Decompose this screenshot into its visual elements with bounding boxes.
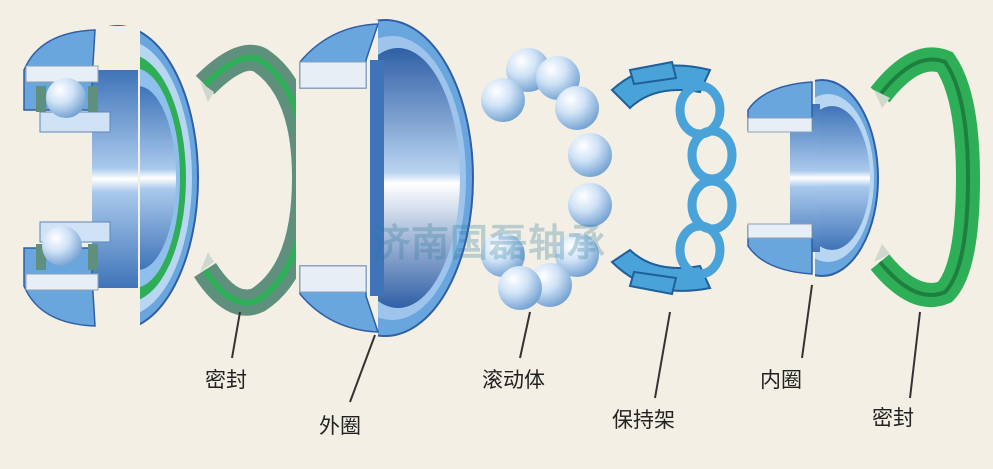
outer-ring-part <box>296 19 474 340</box>
ball <box>481 233 525 277</box>
inner-ring-part <box>745 78 879 278</box>
ball <box>46 78 86 118</box>
ball <box>42 226 82 266</box>
leader-cage <box>654 311 671 399</box>
label-cage: 保持架 <box>612 408 675 432</box>
assembled-bearing <box>20 25 199 331</box>
label-seal-right: 密封 <box>872 406 914 430</box>
ball <box>568 133 612 177</box>
watermark-text: 济南国磊轴承 <box>372 221 607 265</box>
ball <box>481 78 525 122</box>
leader-seal-right <box>909 311 921 399</box>
ball <box>498 266 542 310</box>
seal-left-part <box>194 44 319 316</box>
ball <box>568 183 612 227</box>
label-rolling-elements: 滚动体 <box>482 368 545 392</box>
ball <box>555 233 599 277</box>
rolling-elements-part <box>481 48 612 310</box>
leader-rolling-elements <box>519 311 531 359</box>
leader-inner-ring <box>801 284 813 359</box>
leader-seal-left <box>231 311 241 359</box>
leader-lines <box>231 284 921 403</box>
label-outer-ring: 外圈 <box>319 414 361 438</box>
cage-part <box>610 60 737 296</box>
label-inner-ring: 内圈 <box>760 368 802 392</box>
label-seal-left: 密封 <box>205 368 247 392</box>
ball <box>555 86 599 130</box>
leader-outer-ring <box>349 334 376 403</box>
seal-right-part <box>870 47 981 307</box>
